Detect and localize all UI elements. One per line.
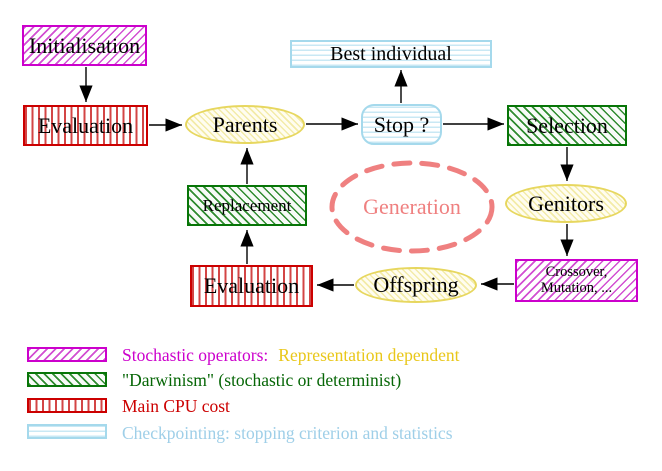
mutation-line: Mutation, ... — [540, 279, 613, 296]
node-evaluation-bottom: Evaluation — [190, 265, 313, 307]
legend-label-darwinism: "Darwinism" (stochastic or determinist) — [122, 369, 402, 390]
legend-label-cpu-cost: Main CPU cost — [122, 395, 230, 416]
node-selection: Selection — [507, 105, 627, 146]
node-offspring: Offspring — [355, 267, 477, 303]
legend-text-representation: Representation dependent — [278, 344, 460, 365]
legend-label-stochastic-operators: Stochastic operators: Representation dep… — [122, 344, 460, 365]
node-parents: Parents — [185, 105, 305, 144]
node-replacement: Replacement — [187, 185, 307, 226]
crossover-line: Crossover, — [545, 264, 608, 281]
legend-swatch-stochastic-operators — [27, 347, 107, 362]
legend-swatch-darwinism — [27, 372, 107, 387]
node-stop: Stop ? — [361, 104, 442, 145]
node-crossover-mutation: Crossover, Mutation, ... — [515, 259, 638, 302]
node-initialisation: Initialisation — [22, 25, 147, 66]
legend-swatch-cpu-cost — [27, 398, 107, 413]
legend-text-stochastic: Stochastic operators: — [122, 344, 269, 365]
generation-cycle-ellipse — [329, 160, 495, 254]
legend-label-checkpointing: Checkpointing: stopping criterion and st… — [122, 422, 453, 443]
node-best-individual: Best individual — [290, 40, 492, 68]
legend-swatch-checkpointing — [27, 424, 107, 439]
generation-label: Generation — [363, 194, 461, 219]
node-genitors: Genitors — [505, 184, 627, 223]
node-evaluation-top: Evaluation — [23, 105, 148, 146]
